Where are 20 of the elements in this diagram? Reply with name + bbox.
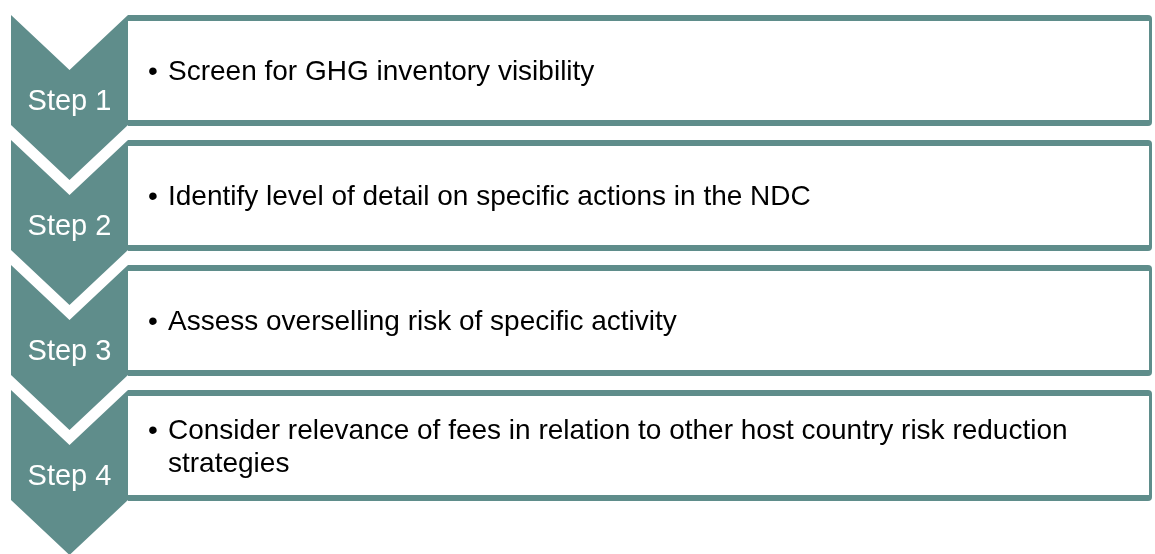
chevron-step	[11, 265, 128, 430]
step-description-box	[128, 15, 1152, 126]
step-description-box	[128, 390, 1152, 501]
step-label: Step 3	[26, 333, 113, 367]
bullet: •	[148, 304, 159, 337]
step-description: Consider relevance of fees in relation to other host country risk reduction strategies	[168, 412, 1068, 479]
bullet: •	[148, 179, 159, 212]
chevron-step	[11, 140, 128, 305]
chevron-step	[11, 390, 128, 554]
bullet: •	[148, 54, 159, 87]
step-label: Step 1	[26, 83, 113, 117]
step-description: Screen for GHG inventory visibility	[168, 54, 595, 87]
step-label: Step 2	[26, 208, 113, 242]
step-description-box	[128, 140, 1152, 251]
step-description-box	[128, 265, 1152, 376]
bullet: •	[148, 412, 159, 446]
step-description: Identify level of detail on specific actions in the NDC	[168, 179, 811, 212]
step-label: Step 4	[26, 458, 113, 492]
chevron-step	[11, 15, 128, 180]
step-description: Assess overselling risk of specific activity	[168, 304, 677, 337]
